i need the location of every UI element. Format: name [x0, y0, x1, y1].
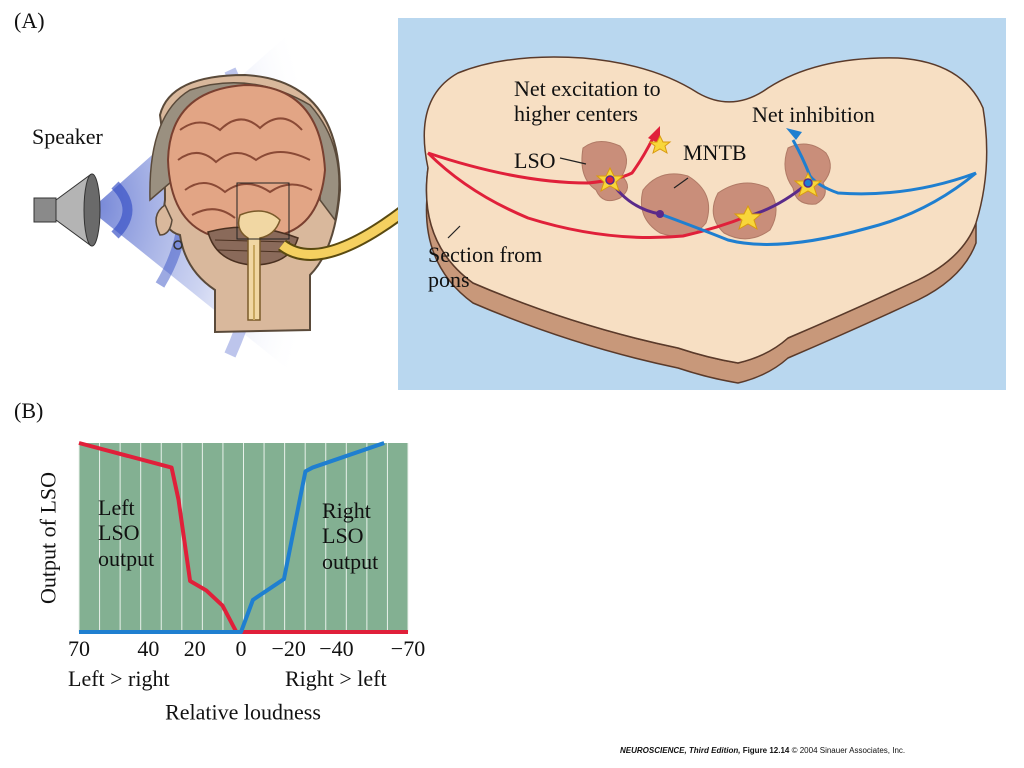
right-lso-output-label: Right LSO output	[322, 498, 404, 574]
left-curve-label-text: Left LSO output	[98, 495, 155, 571]
x-tick-label: 0	[235, 636, 247, 661]
x-tick-label: 70	[68, 636, 90, 661]
x-tick-label: −40	[319, 636, 354, 661]
speaker-icon	[33, 173, 101, 247]
head-brain-illustration	[33, 20, 400, 390]
x-tick-label: 40	[137, 636, 160, 661]
right-lso-output-line	[79, 441, 385, 634]
panel-a-label: (A)	[14, 8, 45, 33]
speaker-label: Speaker	[32, 124, 103, 149]
net-excitation-label: Net excitation to higher centers	[514, 76, 661, 127]
head-icon	[149, 73, 342, 334]
mntb-label: MNTB	[683, 140, 747, 165]
lso-label: LSO	[514, 148, 556, 173]
x-axis-title: Relative loudness	[165, 699, 321, 725]
credit-copyright: © 2004 Sinauer Associates, Inc.	[791, 746, 906, 755]
x-tick-label: 20	[183, 636, 206, 661]
panel-b-label: (B)	[14, 398, 44, 423]
x-tick-label: −70	[390, 636, 426, 661]
x-tick-label: −20	[271, 636, 306, 661]
figure-credit: NEUROSCIENCE, Third Edition, Figure 12.1…	[620, 746, 905, 755]
right-curve-label-text: Right LSO output	[322, 498, 379, 574]
section-from-pons-label: Section from pons	[428, 242, 543, 293]
left-greater-right-label: Left > right	[68, 666, 170, 691]
net-inhibition-label: Net inhibition	[752, 102, 875, 127]
credit-book: NEUROSCIENCE, Third Edition,	[620, 746, 741, 755]
zoom-arrow	[277, 205, 400, 261]
pons-section-diagram	[398, 18, 1006, 390]
credit-figure: Figure 12.14	[742, 746, 790, 755]
left-lso-output-line	[78, 441, 408, 634]
right-mntb-nucleus	[712, 182, 777, 240]
left-mntb-nucleus	[640, 173, 710, 237]
left-lso-output-label: Left LSO output	[98, 495, 178, 571]
right-greater-left-label: Right > left	[285, 666, 387, 691]
